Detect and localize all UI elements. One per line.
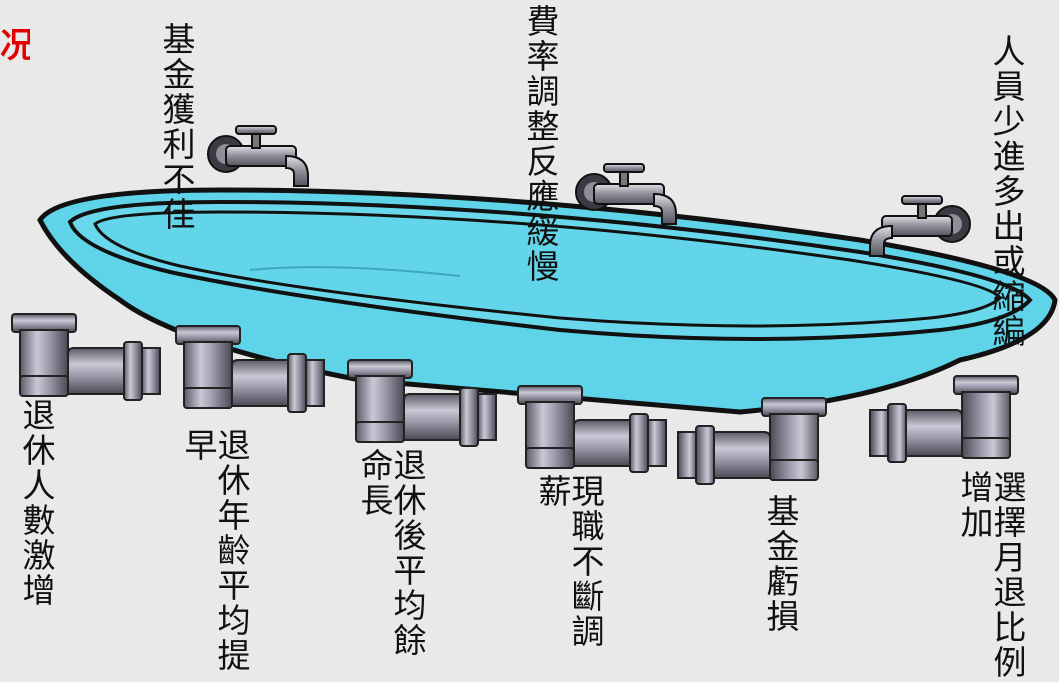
faucet-icon bbox=[207, 125, 309, 187]
outflow-label: 退休人數激增 bbox=[17, 398, 56, 608]
outflow-label: 退休後平均餘命長 bbox=[355, 448, 427, 658]
title-fragment: 况 bbox=[0, 26, 30, 66]
inflow-label: 人員少進多出或縮編 bbox=[987, 34, 1026, 349]
outflow-label: 退休年齡平均提早 bbox=[179, 428, 251, 673]
outflow-label: 選擇月退比例增加 bbox=[955, 470, 1027, 680]
pipe-icon bbox=[869, 375, 1019, 463]
outflow-label: 現職不斷調薪 bbox=[533, 474, 605, 649]
inflow-label: 費率調整反應緩慢 bbox=[521, 4, 560, 284]
inflow-label: 基金獲利不佳 bbox=[157, 22, 196, 232]
outflow-label: 基金虧損 bbox=[761, 494, 800, 634]
faucet-icon bbox=[869, 195, 971, 257]
pipe-icon bbox=[11, 313, 161, 401]
